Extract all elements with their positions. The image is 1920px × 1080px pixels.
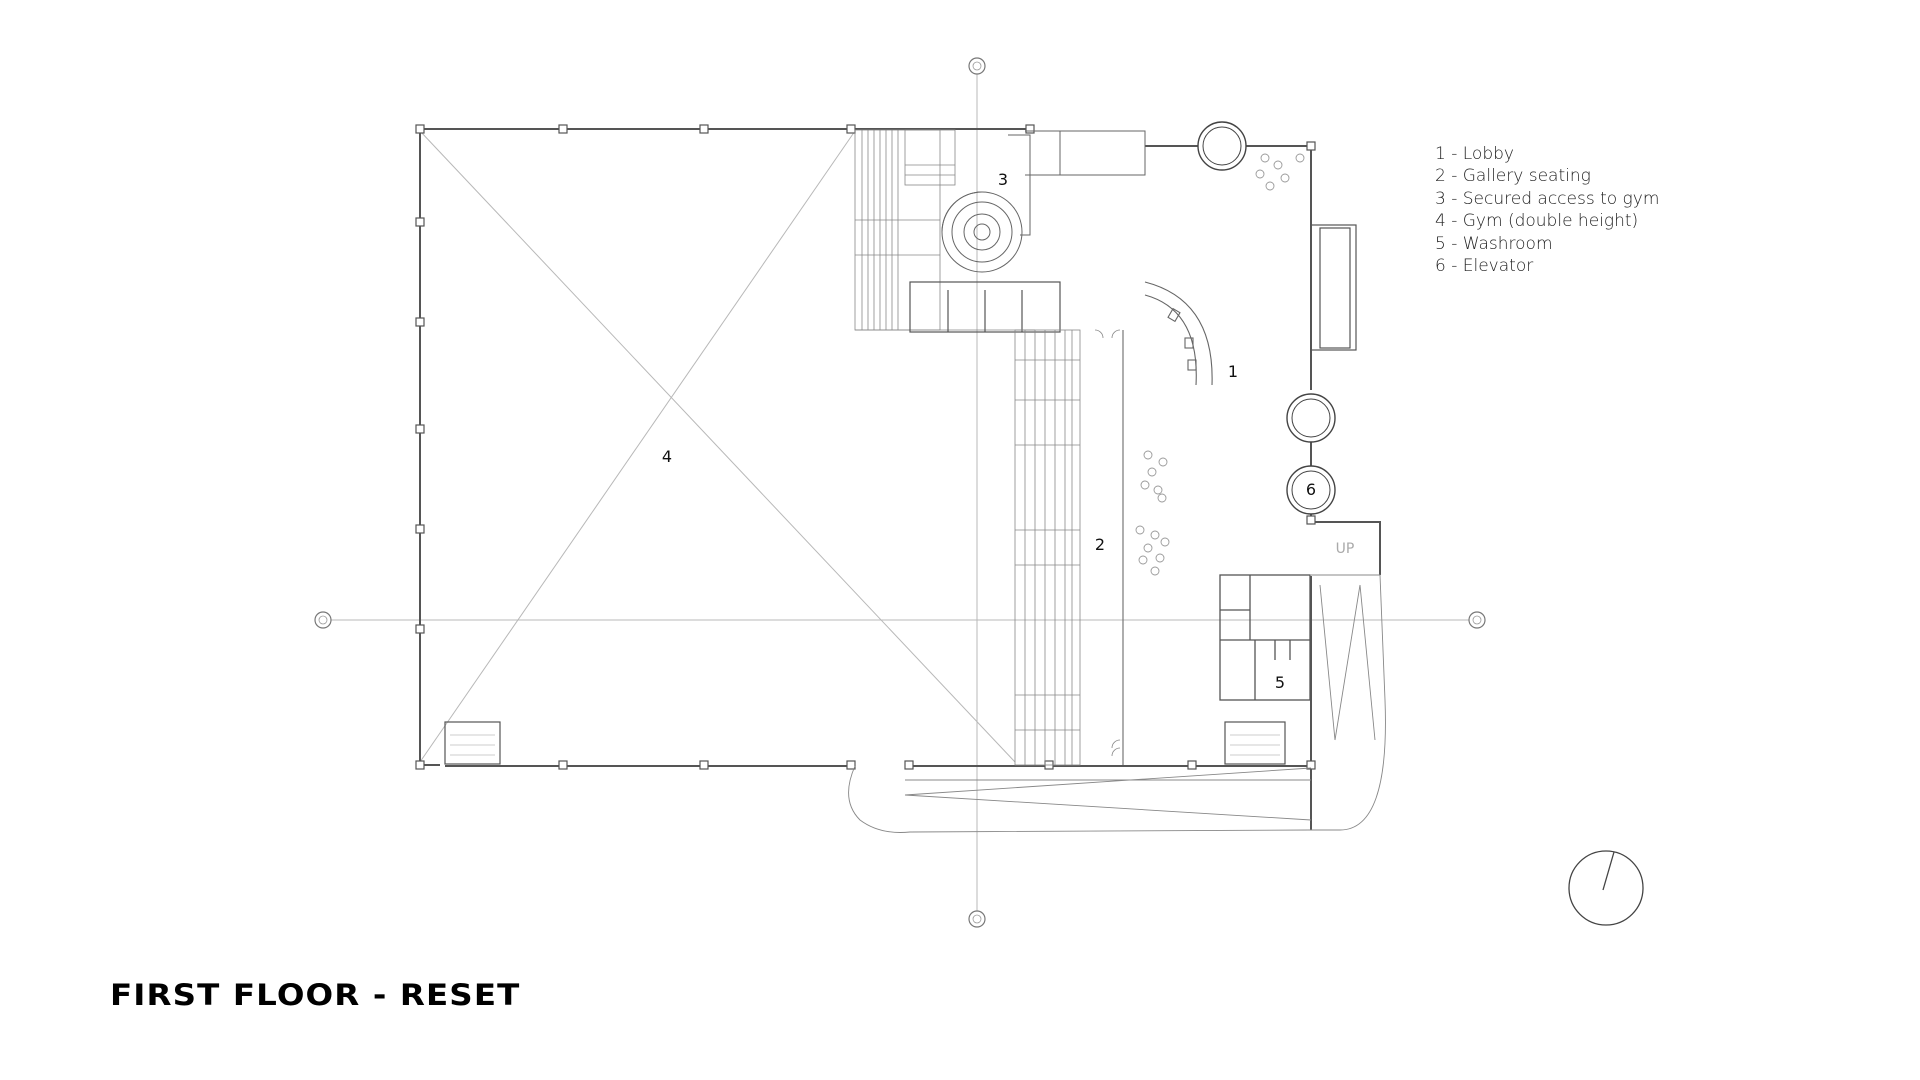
gallery-bleachers [1014,329,1081,766]
legend-item-secured-access: 3 - Secured access to gym [1435,188,1660,209]
legend-item-elevator: 6 - Elevator [1435,256,1534,277]
grid-bubble-right [1468,611,1486,629]
stair-southeast [1224,721,1286,765]
elevator [1286,465,1336,515]
south-ramp [848,765,1312,833]
room-label-elevator: 6 [1306,480,1316,499]
east-ramp [1311,574,1386,831]
gym-outer-wall [419,128,1028,766]
legend-item-washroom: 5 - Washroom [1435,233,1553,254]
gym-diagonal [419,130,856,763]
stair-up-label: UP [1336,541,1355,557]
round-column-east [1286,393,1336,443]
room-label-lobby: 1 [1228,362,1238,381]
grid-bubble-bottom [968,910,986,928]
reception-desk [1144,281,1213,386]
legend-item-gym: 4 - Gym (double height) [1435,211,1639,232]
legend-item-lobby: 1 - Lobby [1435,144,1514,164]
legend-item-gallery-seating: 2 - Gallery seating [1435,166,1591,187]
room-label-secured-access: 3 [998,170,1008,189]
secured-access-wall [1025,130,1146,176]
east-canopy [1310,224,1357,351]
room-label-washroom: 5 [1275,673,1285,692]
round-column-top [1197,121,1247,171]
room-label-gallery: 2 [1095,535,1105,554]
legend: 1 - Lobby 2 - Gallery seating 3 - Secure… [1435,143,1659,277]
drawing-title: FIRST FLOOR - RESET [110,978,521,1012]
washroom-block [1219,574,1311,701]
gym-diagonal [419,130,1016,763]
north-arrow-icon [1568,850,1644,926]
grid-bubble-top [968,57,986,75]
room-label-gym: 4 [662,447,672,466]
lobby-east-wall [1245,145,1312,390]
grid-bubble-left [314,611,332,629]
stair-southwest [444,721,501,765]
